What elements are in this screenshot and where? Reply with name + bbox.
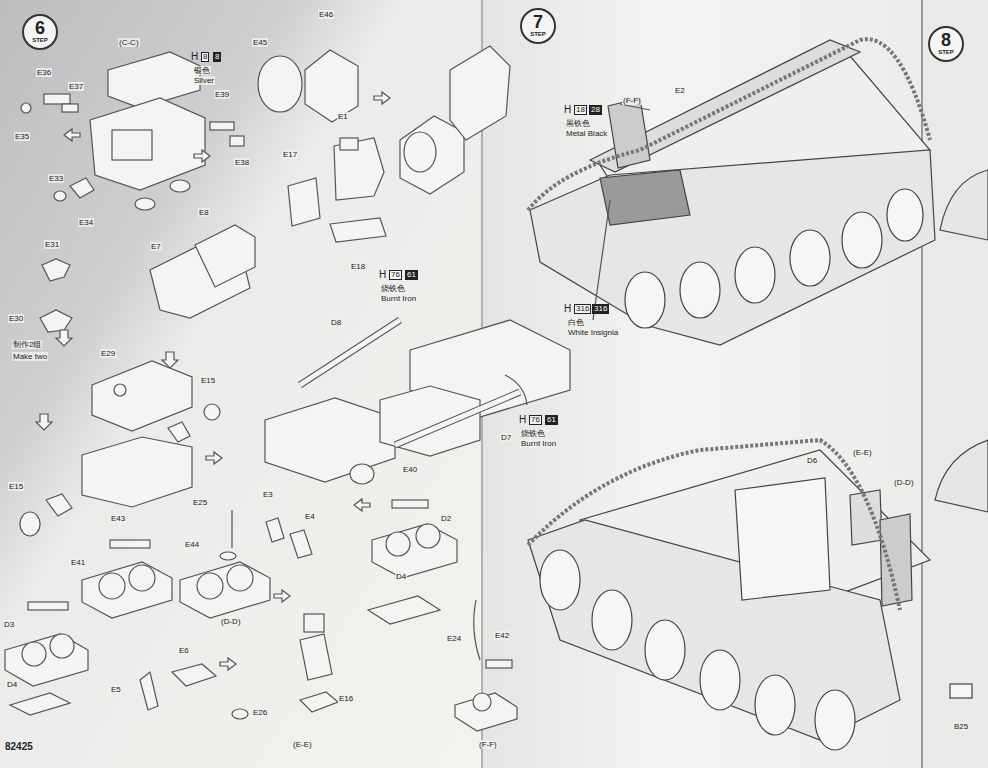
part-label: D4 <box>395 572 407 581</box>
part-label: E2 <box>674 86 686 95</box>
step-number: 8 <box>930 31 962 49</box>
paint-code: 61 <box>405 270 418 280</box>
part-label: E17 <box>282 150 298 159</box>
part-label: E42 <box>494 631 510 640</box>
paint-code: 76 <box>389 270 402 280</box>
paint-code: H <box>378 270 387 280</box>
part-label: D3 <box>3 620 15 629</box>
part-label: E43 <box>110 514 126 523</box>
part-label: Metal Black <box>565 129 608 138</box>
part-label: (E-E) <box>292 740 313 749</box>
part-label: E30 <box>8 314 24 323</box>
part-label: E15 <box>200 376 216 385</box>
part-label: Silver <box>193 76 215 85</box>
part-label: (E-E) <box>852 448 873 457</box>
part-label: E5 <box>110 685 122 694</box>
part-label: E15 <box>8 482 24 491</box>
part-label: Burnt Iron <box>520 439 557 448</box>
step-word: STEP <box>522 31 554 38</box>
part-label: D6 <box>806 456 818 465</box>
part-label: D2 <box>440 514 452 523</box>
part-label: E41 <box>70 558 86 567</box>
part-label: E16 <box>338 694 354 703</box>
step-badge: 8STEP <box>928 26 964 62</box>
part-label: E39 <box>214 90 230 99</box>
part-label: E40 <box>402 465 418 474</box>
step-badge: 7STEP <box>520 8 556 44</box>
part-label: E44 <box>184 540 200 549</box>
paint-code: 316 <box>592 304 609 314</box>
step-number: 7 <box>522 13 554 31</box>
part-label: (C-C) <box>118 38 140 47</box>
part-label: D7 <box>500 433 512 442</box>
part-label: E33 <box>48 174 64 183</box>
part-label: (D-D) <box>220 617 242 626</box>
part-label: Make two <box>12 352 48 361</box>
paint-code: 28 <box>589 105 602 115</box>
part-label: 烧铁色 <box>520 429 546 438</box>
part-label: 白色 <box>567 318 585 327</box>
part-label: E35 <box>14 132 30 141</box>
part-label: (F-F) <box>622 96 642 105</box>
part-label: 黑铁色 <box>565 119 591 128</box>
part-label: 烧铁色 <box>380 284 406 293</box>
paint-code: 8 <box>213 52 221 62</box>
part-label: (D-D) <box>893 478 915 487</box>
step-number: 6 <box>24 19 56 37</box>
part-label: D4 <box>6 680 18 689</box>
part-label: E8 <box>198 208 210 217</box>
paint-code: 61 <box>545 415 558 425</box>
part-label: (F-F) <box>478 740 498 749</box>
paint-code: 8 <box>201 52 209 62</box>
part-label: E24 <box>446 634 462 643</box>
paint-code: 18 <box>574 105 587 115</box>
kit-number: 82425 <box>4 741 34 752</box>
part-label: E31 <box>44 240 60 249</box>
part-label: E45 <box>252 38 268 47</box>
paint-code: H <box>563 105 572 115</box>
paint-code: H <box>518 415 527 425</box>
part-label: Burnt Iron <box>380 294 417 303</box>
part-label: E38 <box>234 158 250 167</box>
part-label: 制作2组 <box>12 340 42 349</box>
part-label: E26 <box>252 708 268 717</box>
part-label: White Insignia <box>567 328 619 337</box>
part-label: E29 <box>100 349 116 358</box>
part-label: 银色 <box>193 66 211 75</box>
paint-code: H <box>190 52 199 62</box>
part-label: E36 <box>36 68 52 77</box>
part-label: E34 <box>78 218 94 227</box>
step-word: STEP <box>24 37 56 44</box>
part-label: E37 <box>68 82 84 91</box>
part-label: E46 <box>318 10 334 19</box>
part-label: E25 <box>192 498 208 507</box>
part-label: B25 <box>953 722 969 731</box>
part-label: E6 <box>178 646 190 655</box>
paint-code: H <box>563 304 572 314</box>
paint-code: 316 <box>574 304 591 314</box>
part-label: E4 <box>304 512 316 521</box>
step-word: STEP <box>930 49 962 56</box>
part-label: E7 <box>150 242 162 251</box>
step-badge: 6STEP <box>22 14 58 50</box>
part-label: E3 <box>262 490 274 499</box>
part-label: D8 <box>330 318 342 327</box>
paint-code: 76 <box>529 415 542 425</box>
part-label: E18 <box>350 262 366 271</box>
part-label: E1 <box>337 112 349 121</box>
